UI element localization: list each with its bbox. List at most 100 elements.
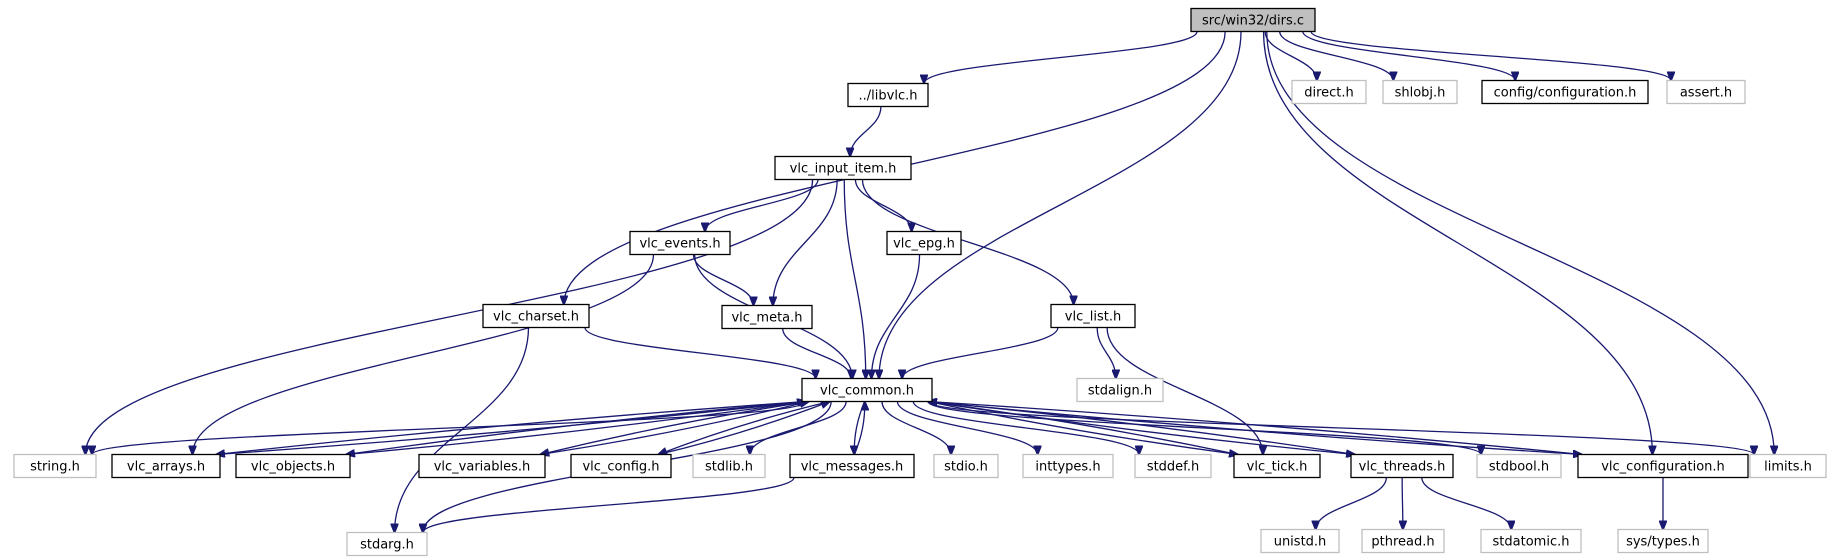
edge-libvlc-to-inputitem	[850, 106, 882, 157]
edge-root-to-shlobj	[1279, 31, 1394, 81]
node-configuration[interactable]: vlc_configuration.h	[1577, 453, 1749, 479]
dependency-edge	[853, 402, 864, 455]
node-objects[interactable]: vlc_objects.h	[235, 453, 351, 479]
edge-root-to-assert	[1310, 30, 1671, 81]
node-box	[111, 453, 221, 479]
dependency-edge	[861, 179, 1073, 305]
dependency-edge	[854, 179, 911, 232]
node-label: vlc_epg.h	[893, 237, 955, 252]
dependency-edge	[879, 31, 1242, 379]
node-stddef: stddef.h	[1134, 453, 1212, 479]
node-label: src/win32/dirs.c	[1202, 14, 1304, 29]
dependency-edge	[658, 402, 830, 456]
dependency-edge	[1421, 477, 1511, 530]
node-configconf[interactable]: config/configuration.h	[1481, 79, 1649, 105]
dependency-edge	[1279, 31, 1394, 81]
edge-common-to-stddef	[912, 401, 1139, 455]
edge-objects-to-common	[345, 402, 806, 456]
node-libvlc[interactable]: ../libvlc.h	[847, 82, 929, 108]
node-box	[1233, 453, 1321, 479]
node-epg[interactable]: vlc_epg.h	[886, 230, 962, 256]
node-meta[interactable]: vlc_meta.h	[721, 304, 813, 330]
dependency-edge	[540, 400, 809, 455]
node-arrays[interactable]: vlc_arrays.h	[111, 453, 221, 479]
node-string: string.h	[13, 453, 97, 479]
node-label: stddef.h	[1147, 460, 1199, 475]
node-box	[1617, 528, 1709, 554]
edge-common-to-arrays	[216, 400, 807, 455]
dependency-edge	[1266, 31, 1774, 455]
dependency-edge	[423, 477, 795, 533]
node-variables[interactable]: vlc_variables.h	[418, 453, 546, 479]
edge-inputitem-to-events	[705, 179, 819, 232]
node-label: vlc_variables.h	[434, 460, 531, 475]
node-tick[interactable]: vlc_tick.h	[1233, 453, 1321, 479]
edge-threads-to-common	[928, 402, 1356, 456]
dependency-edge	[1310, 30, 1671, 81]
node-box	[1666, 79, 1746, 105]
node-stdbool: stdbool.h	[1476, 453, 1562, 479]
node-label: unistd.h	[1274, 535, 1327, 550]
dependency-edge	[1316, 477, 1388, 530]
node-box	[721, 304, 813, 330]
edge-configuration-to-common	[928, 402, 1583, 456]
edge-epg-to-common	[871, 254, 921, 379]
edge-inputitem-to-epg	[854, 179, 911, 232]
dependency-edge	[850, 106, 882, 157]
node-label: sys/types.h	[1626, 535, 1700, 550]
edge-root-to-libvlc	[924, 31, 1198, 84]
edge-list-to-tick	[1106, 327, 1263, 455]
node-label: limits.h	[1764, 460, 1812, 475]
node-label: vlc_events.h	[639, 237, 720, 252]
node-charset[interactable]: vlc_charset.h	[482, 303, 590, 329]
node-box	[1577, 453, 1749, 479]
node-label: config/configuration.h	[1494, 86, 1637, 101]
node-box	[629, 230, 731, 256]
edge-messages-to-common	[853, 402, 864, 455]
dependency-edge	[927, 400, 1754, 455]
edge-arrays-to-common	[215, 402, 806, 456]
edge-meta-to-common	[782, 328, 851, 379]
node-inttypes: inttypes.h	[1022, 453, 1114, 479]
node-box	[692, 453, 766, 479]
edge-common-to-stdio	[881, 401, 951, 455]
node-threads[interactable]: vlc_threads.h	[1350, 453, 1454, 479]
node-label: vlc_config.h	[582, 460, 659, 475]
node-box	[418, 453, 546, 479]
edge-common-to-limits	[927, 400, 1754, 455]
edge-common-to-inttypes	[896, 401, 1037, 455]
node-inputitem[interactable]: vlc_input_item.h	[774, 155, 912, 181]
node-root: src/win32/dirs.c	[1190, 7, 1316, 33]
node-stdalign: stdalign.h	[1076, 377, 1164, 403]
node-label: ../libvlc.h	[859, 89, 918, 104]
node-box	[1291, 79, 1367, 105]
node-box	[1022, 453, 1114, 479]
edge-events-to-meta	[692, 254, 754, 306]
node-events[interactable]: vlc_events.h	[629, 230, 731, 256]
dependency-edge	[1302, 31, 1515, 81]
node-config[interactable]: vlc_config.h	[570, 453, 672, 479]
dependency-edge	[924, 31, 1198, 84]
node-label: direct.h	[1304, 86, 1354, 101]
node-box	[1361, 528, 1445, 554]
edge-charset-to-common	[584, 327, 816, 379]
node-shlobj: shlobj.h	[1382, 79, 1458, 105]
node-label: vlc_arrays.h	[127, 460, 205, 475]
node-common[interactable]: vlc_common.h	[801, 377, 933, 403]
node-messages[interactable]: vlc_messages.h	[789, 453, 915, 479]
node-stdlib: stdlib.h	[692, 453, 766, 479]
node-label: pthread.h	[1371, 535, 1434, 550]
node-label: assert.h	[1680, 86, 1732, 101]
node-box	[346, 531, 428, 557]
node-list[interactable]: vlc_list.h	[1050, 303, 1136, 329]
node-label: vlc_tick.h	[1247, 460, 1308, 475]
dependency-edge	[92, 400, 807, 455]
dependency-edge	[216, 400, 807, 455]
node-label: vlc_objects.h	[251, 460, 335, 475]
dependency-edge	[1264, 31, 1317, 81]
edge-root-to-configconf	[1302, 31, 1515, 81]
node-stdarg: stdarg.h	[346, 531, 428, 557]
edge-root-to-configuration	[1262, 31, 1653, 455]
dependency-edge	[902, 327, 1059, 379]
dependency-edge	[927, 400, 1238, 455]
